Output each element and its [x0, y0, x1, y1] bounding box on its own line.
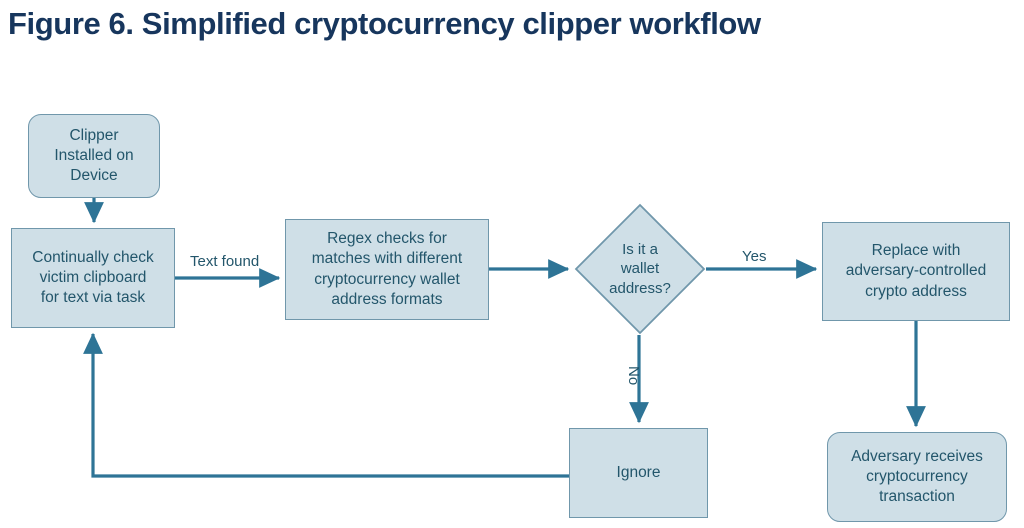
- edge-label-no: No: [625, 366, 642, 386]
- node-regex-checks[interactable]: Regex checks for matches with different …: [285, 219, 489, 320]
- node-clipper-installed-label: Clipper Installed on Device: [54, 126, 134, 185]
- node-replace-address[interactable]: Replace with adversary-controlled crypto…: [822, 222, 1010, 321]
- connector-ignore-to-check: [83, 332, 569, 478]
- node-adversary-receives-label: Adversary receives cryptocurrency transa…: [851, 447, 983, 506]
- edge-label-text-found: Text found: [190, 253, 260, 270]
- node-adversary-receives[interactable]: Adversary receives cryptocurrency transa…: [827, 432, 1007, 522]
- figure-title: Figure 6. Simplified cryptocurrency clip…: [8, 6, 761, 41]
- node-regex-checks-label: Regex checks for matches with different …: [311, 230, 463, 308]
- node-wallet-decision[interactable]: Is it a wallet address?: [574, 203, 706, 335]
- node-clipper-installed[interactable]: Clipper Installed on Device: [28, 114, 160, 198]
- diamond-shape: [574, 203, 706, 335]
- node-continually-check-label: Continually check victim clipboard for t…: [32, 248, 154, 307]
- node-continually-check[interactable]: Continually check victim clipboard for t…: [11, 228, 175, 328]
- edge-label-yes: Yes: [742, 248, 767, 265]
- node-replace-address-label: Replace with adversary-controlled crypto…: [845, 242, 987, 300]
- node-ignore-label: Ignore: [616, 463, 661, 481]
- node-ignore[interactable]: Ignore: [569, 428, 708, 518]
